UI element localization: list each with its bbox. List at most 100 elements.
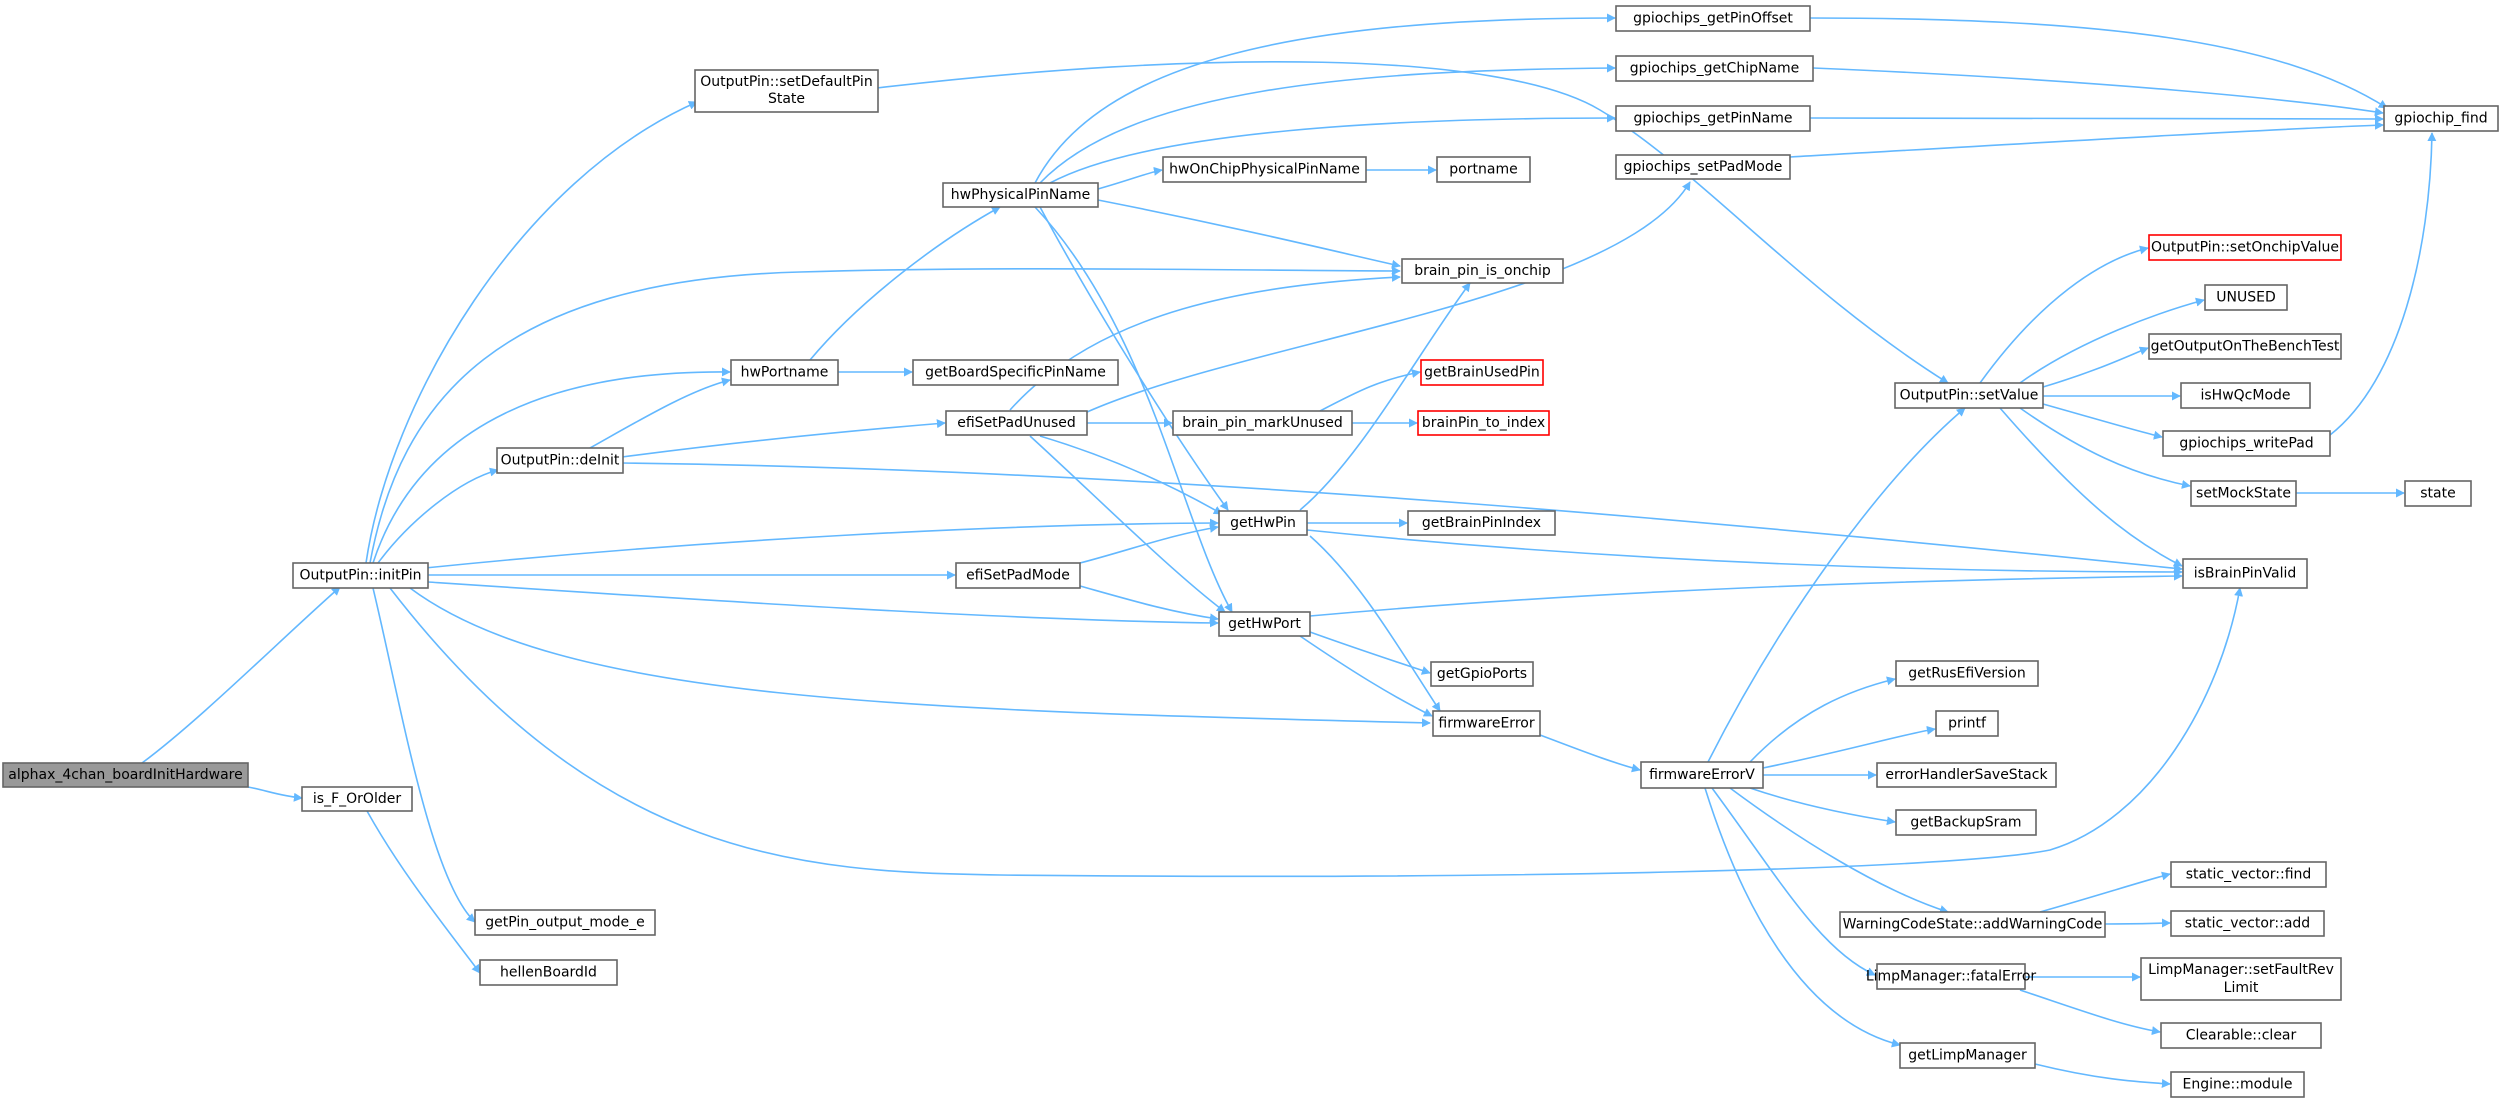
node-gpiochips-writepad[interactable]: gpiochips_writePad	[2162, 430, 2331, 457]
edge-setvalue-getoutputonthebenchtest	[2042, 346, 2149, 388]
node-outputpin-setvalue[interactable]: OutputPin::setValue	[1894, 382, 2044, 409]
node-getboardspecificpinname[interactable]: getBoardSpecificPinName	[912, 359, 1119, 386]
node-label: firmwareErrorV	[1649, 767, 1755, 783]
node-label: WarningCodeState::addWarningCode	[1843, 917, 2103, 933]
node-getbackupsram[interactable]: getBackupSram	[1895, 809, 2037, 836]
node-gpiochips-setpadmode[interactable]: gpiochips_setPadMode	[1615, 154, 1791, 180]
node-label: gpiochip_find	[2394, 111, 2487, 127]
node-label-line1: LimpManager::setFaultRev	[2148, 962, 2334, 978]
edge-efisetpadunused-brainpinisonchip	[1009, 272, 1401, 411]
node-errorhandlersavestack[interactable]: errorHandlerSaveStack	[1876, 762, 2057, 788]
node-static-vector-find[interactable]: static_vector::find	[2170, 861, 2327, 888]
edge-gethwport-firmwareerror	[1299, 635, 1433, 717]
edge-initpin-efisetpadmode	[427, 570, 956, 580]
node-clearable-clear[interactable]: Clearable::clear	[2160, 1022, 2322, 1049]
edge-initpin-setdefaultpinstate	[365, 101, 698, 564]
node-getbrainusedpin[interactable]: getBrainUsedPin	[1420, 359, 1544, 386]
node-label: portname	[1449, 162, 1517, 178]
node-label: getBackupSram	[1910, 815, 2021, 831]
node-label: OutputPin::initPin	[299, 568, 421, 584]
edge-isforolder-hellenboardid	[366, 810, 481, 974]
node-label: getBrainUsedPin	[1424, 365, 1540, 381]
edge-initpin-brainpinisonchip	[369, 266, 1401, 564]
node-unused[interactable]: UNUSED	[2204, 284, 2288, 311]
node-label: getBrainPinIndex	[1422, 515, 1541, 531]
node-getlimpmanager[interactable]: getLimpManager	[1899, 1042, 2036, 1069]
node-portname[interactable]: portname	[1436, 156, 1531, 183]
edge-setvalue-isbrainpinvalid	[1999, 407, 2183, 567]
node-hwportname[interactable]: hwPortname	[730, 359, 839, 386]
edge-firmwareerrorv-getlimpmanager	[1704, 787, 1901, 1048]
node-engine-module[interactable]: Engine::module	[2170, 1071, 2305, 1098]
node-label: OutputPin::setValue	[1900, 388, 2039, 404]
node-isbrainpinvalid[interactable]: isBrainPinValid	[2182, 558, 2308, 589]
node-ishwqcmode[interactable]: isHwQcMode	[2180, 382, 2311, 409]
edge-firmwareerrorv-fatalerror	[1711, 787, 1876, 976]
node-label: hwPortname	[741, 365, 829, 381]
node-hwonchipphysicalpinname[interactable]: hwOnChipPhysicalPinName	[1162, 156, 1367, 183]
edge-deinit-isbrainpinvalid	[621, 462, 2183, 573]
edge-efisetpadmode-gethwport	[1079, 585, 1219, 623]
node-static-vector-add[interactable]: static_vector::add	[2170, 910, 2325, 937]
node-label: efiSetPadUnused	[957, 415, 1076, 431]
node-gpiochips-getpinoffset[interactable]: gpiochips_getPinOffset	[1615, 5, 1811, 32]
node-label: firmwareError	[1438, 716, 1534, 732]
node-limpmanager-fatalerror[interactable]: LimpManager::fatalError	[1866, 963, 2037, 990]
node-label: UNUSED	[2216, 290, 2275, 306]
node-gethwport[interactable]: getHwPort	[1218, 611, 1311, 637]
node-label: errorHandlerSaveStack	[1885, 767, 2048, 783]
node-outputpin-setonchipvalue[interactable]: OutputPin::setOnchipValue	[2148, 234, 2342, 261]
edge-efisetpadunused-gethwpin	[1039, 435, 1223, 515]
node-firmwareerrorv[interactable]: firmwareErrorV	[1640, 761, 1764, 789]
node-limpmanager-setfaultrevlimit[interactable]: LimpManager::setFaultRev Limit	[2140, 957, 2342, 1001]
edge-getpinoffset-gpiochipfind	[1809, 17, 2388, 109]
node-outputpin-initpin[interactable]: OutputPin::initPin	[292, 562, 429, 589]
node-hellenboardid[interactable]: hellenBoardId	[479, 959, 618, 986]
node-brain-pin-markunused[interactable]: brain_pin_markUnused	[1172, 410, 1353, 436]
edge-efisetpadunused-setpadmode	[1086, 181, 1691, 413]
edge-setvalue-unused	[2019, 297, 2205, 384]
edge-writepad-gpiochipfind	[2329, 132, 2437, 436]
node-warningcodestate-addwarningcode[interactable]: WarningCodeState::addWarningCode	[1839, 911, 2106, 938]
node-label: getGpioPorts	[1437, 666, 1527, 682]
node-printf[interactable]: printf	[1935, 710, 1999, 737]
node-outputpin-setdefaultpinstate[interactable]: OutputPin::setDefaultPin State	[694, 69, 879, 113]
edge-setvalue-writepad	[2042, 403, 2163, 440]
edge-initpin-isbrainpinvalid	[389, 587, 2244, 878]
edges	[141, 13, 2437, 1088]
node-gpiochips-getchipname[interactable]: gpiochips_getChipName	[1615, 55, 1814, 82]
node-getpin-output-mode-e[interactable]: getPin_output_mode_e	[474, 909, 656, 936]
node-brainpin-to-index[interactable]: brainPin_to_index	[1417, 410, 1550, 436]
node-brain-pin-is-onchip[interactable]: brain_pin_is_onchip	[1401, 258, 1564, 284]
node-gethwpin[interactable]: getHwPin	[1218, 510, 1308, 536]
node-label: getOutputOnTheBenchTest	[2151, 339, 2340, 355]
node-getoutputonthebenchtest[interactable]: getOutputOnTheBenchTest	[2148, 333, 2342, 360]
node-setmockstate[interactable]: setMockState	[2190, 480, 2297, 507]
edge-initpin-firmwareerror	[409, 587, 1431, 728]
edge-hwportname-hwphysicalpinname	[809, 206, 1001, 361]
node-getrusefiversion[interactable]: getRusEfiVersion	[1895, 660, 2039, 687]
edge-setpadmode-gpiochipfind	[1789, 120, 2384, 158]
node-efisetpadmode[interactable]: efiSetPadMode	[955, 562, 1081, 589]
node-is-f-orolder[interactable]: is_F_OrOlder	[301, 786, 413, 812]
node-gpiochip-find[interactable]: gpiochip_find	[2383, 105, 2499, 132]
node-label: getHwPort	[1228, 616, 1301, 632]
node-label: getBoardSpecificPinName	[925, 365, 1106, 381]
node-getgpioports[interactable]: getGpioPorts	[1430, 661, 1534, 687]
edge-root-initpin	[141, 586, 341, 764]
node-efisetpadunused[interactable]: efiSetPadUnused	[945, 410, 1088, 436]
edge-deinit-efisetpadunused	[621, 419, 946, 458]
node-getbrainpinindex[interactable]: getBrainPinIndex	[1407, 510, 1556, 536]
edge-gethwpin-brainpinisonchip	[1299, 282, 1471, 511]
edge-gethwport-getgpioports	[1309, 631, 1431, 675]
node-firmwareerror[interactable]: firmwareError	[1432, 710, 1541, 737]
node-outputpin-deinit[interactable]: OutputPin::deInit	[496, 447, 624, 474]
node-state[interactable]: state	[2404, 480, 2472, 507]
edge-efisetpadunused-gethwport	[1029, 435, 1226, 613]
node-gpiochips-getpinname[interactable]: gpiochips_getPinName	[1615, 105, 1811, 132]
edge-firmwareerrorv-getrusefiversion	[1749, 676, 1896, 763]
node-hwphysicalpinname[interactable]: hwPhysicalPinName	[942, 182, 1099, 208]
edge-gethwport-isbrainpinvalid	[1309, 571, 2183, 617]
node-alphax-4chan-boardinithardware[interactable]: alphax_4chan_boardInitHardware	[2, 762, 249, 788]
